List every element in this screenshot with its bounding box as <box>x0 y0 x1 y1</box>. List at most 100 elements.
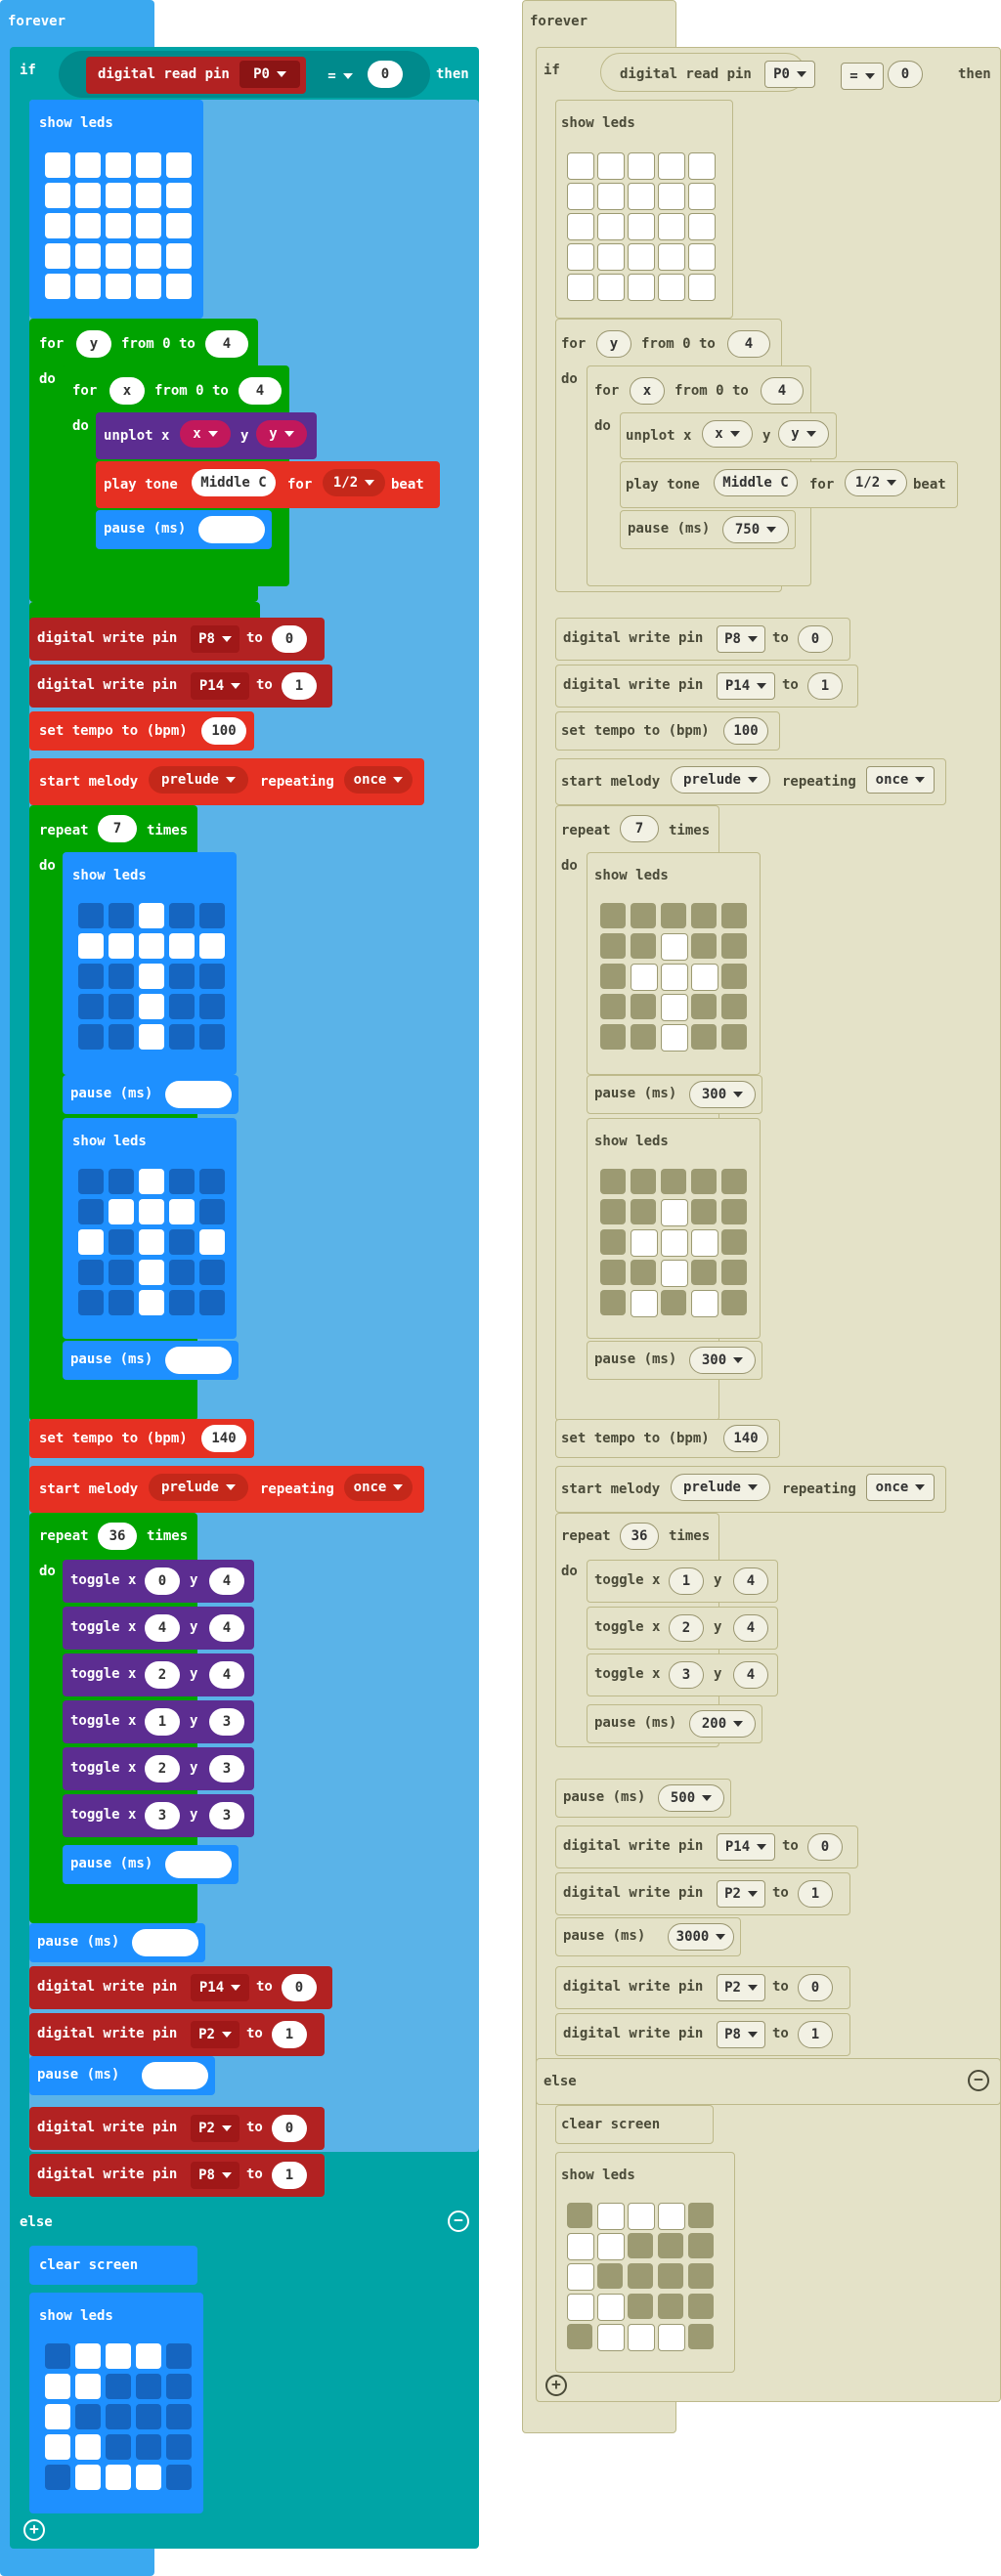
led-cell[interactable] <box>166 2465 192 2490</box>
led-cell[interactable] <box>597 152 625 180</box>
toggle-x-value[interactable]: 3 <box>669 1661 704 1689</box>
led-cell[interactable] <box>139 1290 164 1315</box>
led-cell[interactable] <box>136 213 161 238</box>
led-cell[interactable] <box>628 183 655 210</box>
pause-value-dropdown[interactable]: 750 <box>198 516 265 543</box>
else-row[interactable] <box>536 2058 1001 2105</box>
led-cell[interactable] <box>78 1169 104 1194</box>
led-cell[interactable] <box>631 964 658 991</box>
note-pill[interactable]: Middle C <box>192 469 276 496</box>
led-cell[interactable] <box>597 2263 623 2289</box>
led-cell[interactable] <box>628 274 655 301</box>
repeat-count[interactable]: 7 <box>98 815 137 842</box>
led-cell[interactable] <box>139 903 164 928</box>
write-value[interactable]: 1 <box>798 1880 833 1908</box>
led-cell[interactable] <box>199 1199 225 1224</box>
led-cell[interactable] <box>106 152 131 178</box>
led-cell[interactable] <box>631 994 656 1019</box>
led-cell[interactable] <box>631 903 656 928</box>
led-cell[interactable] <box>631 933 656 959</box>
led-cell[interactable] <box>78 1290 104 1315</box>
led-cell[interactable] <box>106 2404 131 2429</box>
for-x-limit[interactable]: 4 <box>239 377 282 405</box>
led-cell[interactable] <box>688 152 716 180</box>
led-cell[interactable] <box>691 903 717 928</box>
led-cell[interactable] <box>75 2374 101 2399</box>
led-cell[interactable] <box>661 933 688 961</box>
pause-value-dropdown[interactable]: 300 <box>165 1347 232 1374</box>
repeat-count[interactable]: 36 <box>98 1523 137 1550</box>
led-cell[interactable] <box>567 183 594 210</box>
led-cell[interactable] <box>199 1229 225 1255</box>
led-cell[interactable] <box>45 2343 70 2369</box>
led-cell[interactable] <box>628 152 655 180</box>
led-cell[interactable] <box>721 903 747 928</box>
melody-dropdown[interactable]: prelude <box>671 1474 770 1501</box>
led-cell[interactable] <box>567 2233 594 2260</box>
led-cell[interactable] <box>139 964 164 989</box>
led-cell[interactable] <box>78 1260 104 1285</box>
pin-dropdown[interactable]: P14 <box>717 1833 775 1861</box>
led-cell[interactable] <box>136 274 161 299</box>
led-cell[interactable] <box>78 964 104 989</box>
clear-screen-block[interactable] <box>555 2105 714 2144</box>
led-cell[interactable] <box>628 2294 653 2319</box>
pin-dropdown[interactable]: P2 <box>717 1974 765 2001</box>
led-cell[interactable] <box>106 2374 131 2399</box>
led-cell[interactable] <box>45 243 70 269</box>
led-cell[interactable] <box>721 1260 747 1285</box>
led-cell[interactable] <box>136 2343 161 2369</box>
led-cell[interactable] <box>628 2263 653 2289</box>
led-cell[interactable] <box>75 2465 101 2490</box>
led-cell[interactable] <box>567 2324 592 2349</box>
led-cell[interactable] <box>631 1199 656 1224</box>
var-y-pill[interactable]: y <box>596 330 631 358</box>
toggle-y-value[interactable]: 3 <box>209 1755 244 1782</box>
led-cell[interactable] <box>688 213 716 240</box>
add-plus-icon[interactable]: + <box>23 2519 45 2541</box>
led-cell[interactable] <box>166 243 192 269</box>
led-cell[interactable] <box>75 274 101 299</box>
led-cell[interactable] <box>721 1229 747 1255</box>
pin-dropdown[interactable]: P0 <box>764 61 815 88</box>
repeat-mode-dropdown[interactable]: once <box>344 1474 413 1501</box>
led-cell[interactable] <box>661 1199 688 1226</box>
led-cell[interactable] <box>166 2434 192 2460</box>
led-cell[interactable] <box>109 994 134 1019</box>
led-cell[interactable] <box>109 933 134 959</box>
pause-value-dropdown[interactable]: 500 <box>658 1784 724 1812</box>
pin-dropdown[interactable]: P0 <box>239 61 300 88</box>
led-cell[interactable] <box>109 1290 134 1315</box>
toggle-y-value[interactable]: 4 <box>733 1661 768 1689</box>
led-cell[interactable] <box>721 1290 747 1315</box>
pause-value-dropdown[interactable]: 300 <box>689 1347 756 1374</box>
write-value[interactable]: 1 <box>272 2162 307 2189</box>
led-cell[interactable] <box>688 2294 714 2319</box>
led-cell[interactable] <box>600 1169 626 1194</box>
pause-value-dropdown[interactable]: 500 <box>132 1929 198 1956</box>
melody-dropdown[interactable]: prelude <box>671 766 770 794</box>
pin-dropdown[interactable]: P2 <box>191 2021 239 2048</box>
led-cell[interactable] <box>139 1199 164 1224</box>
led-cell[interactable] <box>691 964 718 991</box>
operator-dropdown[interactable]: = <box>319 63 362 90</box>
led-cell[interactable] <box>597 183 625 210</box>
for-y-limit[interactable]: 4 <box>727 330 770 358</box>
led-cell[interactable] <box>628 2203 655 2230</box>
repeat-mode-dropdown[interactable]: once <box>866 1474 935 1501</box>
led-cell[interactable] <box>199 1169 225 1194</box>
led-cell[interactable] <box>45 2465 70 2490</box>
led-cell[interactable] <box>45 213 70 238</box>
led-cell[interactable] <box>199 964 225 989</box>
operator-dropdown[interactable]: = <box>841 63 884 90</box>
led-cell[interactable] <box>600 933 626 959</box>
led-cell[interactable] <box>721 994 747 1019</box>
led-cell[interactable] <box>721 964 747 989</box>
write-value[interactable]: 1 <box>807 672 843 700</box>
compare-value[interactable]: 0 <box>888 61 923 88</box>
led-cell[interactable] <box>45 2374 70 2399</box>
pin-dropdown[interactable]: P2 <box>191 2115 239 2142</box>
led-cell[interactable] <box>106 2434 131 2460</box>
led-cell[interactable] <box>199 903 225 928</box>
led-cell[interactable] <box>597 2233 625 2260</box>
